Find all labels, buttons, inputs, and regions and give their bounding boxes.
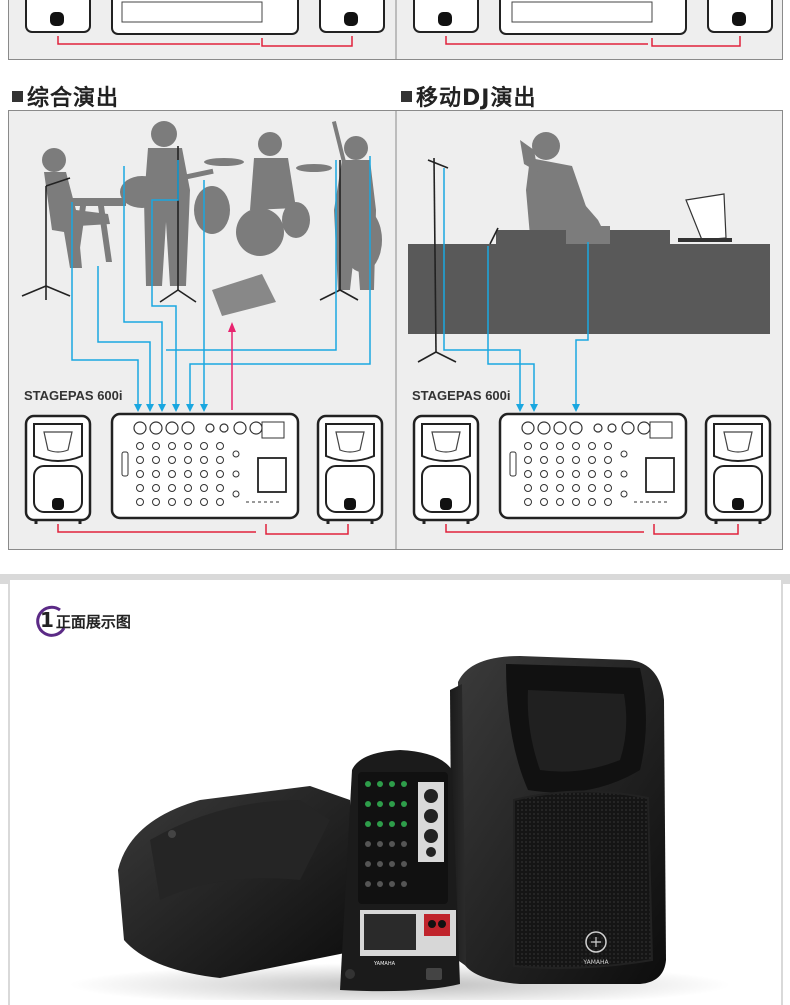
dj-product-label: STAGEPAS 600i <box>412 388 511 403</box>
dj-silhouette <box>520 132 604 236</box>
combo-title-text: 综合演出 <box>27 86 120 111</box>
front-title-text: 正面展示图 <box>55 613 131 631</box>
svg-text:YAMAHA: YAMAHA <box>373 961 396 967</box>
combo-product-label: STAGEPAS 600i <box>24 388 123 403</box>
dj-section-title: 移动DJ演出 <box>401 80 536 112</box>
section-separator <box>0 574 790 584</box>
dj-title-text: 移动DJ演出 <box>416 86 537 111</box>
square-bullet-icon <box>12 91 23 102</box>
front-number: 1 <box>40 608 54 632</box>
square-bullet-icon <box>401 91 412 102</box>
combo-section-title: 综合演出 <box>12 80 119 112</box>
svg-text:YAMAHA: YAMAHA <box>582 959 609 966</box>
